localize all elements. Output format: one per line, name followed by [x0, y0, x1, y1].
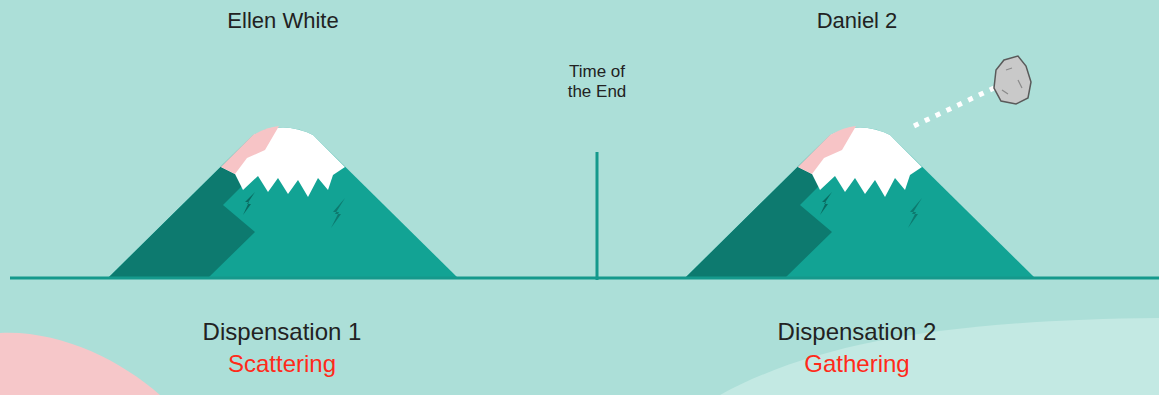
- mountain-glow: [798, 126, 856, 174]
- source-heading: Ellen White: [227, 8, 338, 34]
- milestone-label: Time of the End: [557, 62, 637, 103]
- pink-blob: [0, 333, 160, 395]
- stone-texture: [1002, 68, 1022, 94]
- mountain-icon: [685, 126, 1035, 278]
- period-label: Dispensation 1: [203, 318, 362, 347]
- light-blob: [720, 318, 1159, 395]
- period-theme: Scattering: [228, 350, 336, 379]
- period-label: Dispensation 2: [778, 318, 937, 347]
- mountain-icon: [108, 126, 458, 278]
- mountain-crack: [243, 192, 255, 215]
- mountain-crack: [820, 192, 832, 215]
- rock-trajectory: [914, 88, 994, 126]
- stone-icon: [994, 56, 1031, 104]
- timeline-divider: [596, 152, 599, 280]
- mountain-body: [685, 128, 1035, 279]
- source-heading: Daniel 2: [817, 8, 898, 34]
- mountain-glow: [221, 126, 279, 174]
- mountain-crack: [331, 198, 345, 228]
- period-theme: Gathering: [804, 350, 909, 379]
- mountain-crack: [908, 198, 922, 228]
- timeline-axis: [10, 277, 1159, 280]
- mountain-body: [108, 128, 458, 279]
